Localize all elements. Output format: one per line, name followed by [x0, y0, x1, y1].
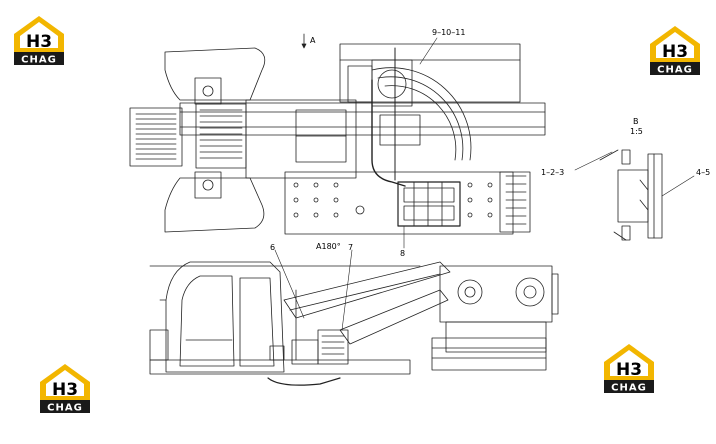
brand-logo-bottom-left: H3 CHAG [36, 362, 94, 414]
callout-view-a180: A180° [316, 242, 341, 251]
boom-top-view [179, 43, 546, 136]
callout-item-6: 6 [270, 243, 275, 252]
logo-band [40, 400, 90, 413]
logo-house-inner [656, 32, 694, 58]
detail-view-b [599, 149, 663, 241]
slew-tower [439, 265, 553, 323]
brand-logo-top-left: H3 CHAG [10, 14, 68, 66]
logo-house-inner [610, 350, 648, 376]
logo-house-inner [20, 22, 58, 48]
callout-view-b: B [633, 117, 639, 126]
callout-item-7: 7 [348, 243, 353, 252]
outrigger-bottom-left [194, 171, 222, 199]
cab-outline [165, 261, 285, 373]
logo-text-top: H3 [26, 32, 52, 52]
callout-view-a: A [310, 36, 316, 45]
logo-text-top: H3 [52, 380, 78, 400]
logo-house-inner [46, 370, 84, 396]
logo-text-bottom: CHAG [47, 403, 83, 414]
leader-lines [274, 37, 695, 331]
outrigger-top-left [194, 77, 222, 105]
carriage-center [245, 99, 357, 179]
cab-window [239, 277, 275, 367]
slewing-ring [371, 67, 472, 161]
logo-text-bottom: CHAG [21, 55, 57, 66]
logo-text-top: H3 [616, 360, 642, 380]
side-view [149, 261, 559, 386]
logo-text-bottom: CHAG [657, 65, 693, 76]
hydraulic-tank [377, 69, 407, 99]
callout-items-4-5: 4–5 [696, 168, 710, 177]
counterweight-outline-lower [164, 177, 265, 233]
hose-line [371, 79, 406, 187]
engine-bay-grille [195, 103, 247, 169]
logo-band [650, 62, 700, 75]
callout-items-9-10-11: 9–10–11 [432, 28, 465, 37]
boom-arm [283, 261, 451, 319]
carrier-chassis [284, 171, 531, 235]
fuel-tank [347, 65, 373, 103]
chassis-bolt-holes [293, 182, 493, 218]
counterweight-block [431, 337, 547, 371]
engine-assembly [397, 181, 461, 227]
brand-logo-bottom-right: H3 CHAG [600, 342, 658, 394]
logo-text-bottom: CHAG [611, 383, 647, 394]
callout-items-1-2-3: 1–2–3 [541, 168, 564, 177]
cab-door [179, 275, 235, 367]
logo-band [604, 380, 654, 393]
logo-text-top: H3 [662, 42, 688, 62]
callout-scale: 1:5 [630, 127, 643, 136]
callout-item-8: 8 [400, 249, 405, 258]
top-view [129, 33, 546, 235]
counterweight-outline [164, 47, 266, 101]
logo-band [14, 52, 64, 65]
brand-logo-top-right: H3 CHAG [646, 24, 704, 76]
radiator-grille [129, 107, 183, 167]
